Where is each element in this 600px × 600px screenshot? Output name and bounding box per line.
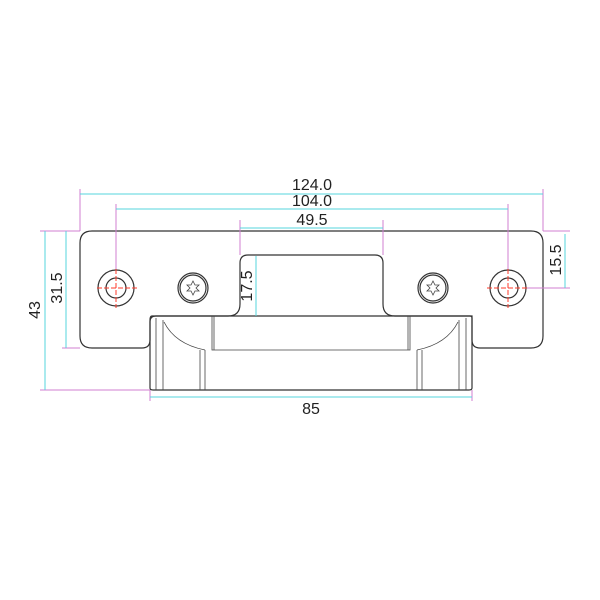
dim-overall-width: 124.0 bbox=[292, 177, 332, 194]
torx-screw-left-icon bbox=[177, 272, 209, 304]
dim-overall-height: 43 bbox=[27, 301, 44, 319]
dim-body-width: 85 bbox=[302, 401, 320, 418]
mounting-hole-right bbox=[487, 269, 527, 308]
dim-cutout-depth: 17.5 bbox=[239, 270, 256, 301]
extension-lines bbox=[40, 189, 570, 401]
mounting-hole-left bbox=[97, 269, 137, 308]
dim-cutout-width: 49.5 bbox=[296, 212, 327, 229]
dim-plate-height: 31.5 bbox=[49, 272, 66, 303]
latch-body bbox=[149, 315, 473, 391]
torx-screw-right-icon bbox=[417, 272, 449, 304]
dim-hole-offset: 15.5 bbox=[548, 244, 565, 275]
plate-outline bbox=[79, 230, 544, 349]
dim-hole-spacing: 104.0 bbox=[292, 193, 332, 210]
